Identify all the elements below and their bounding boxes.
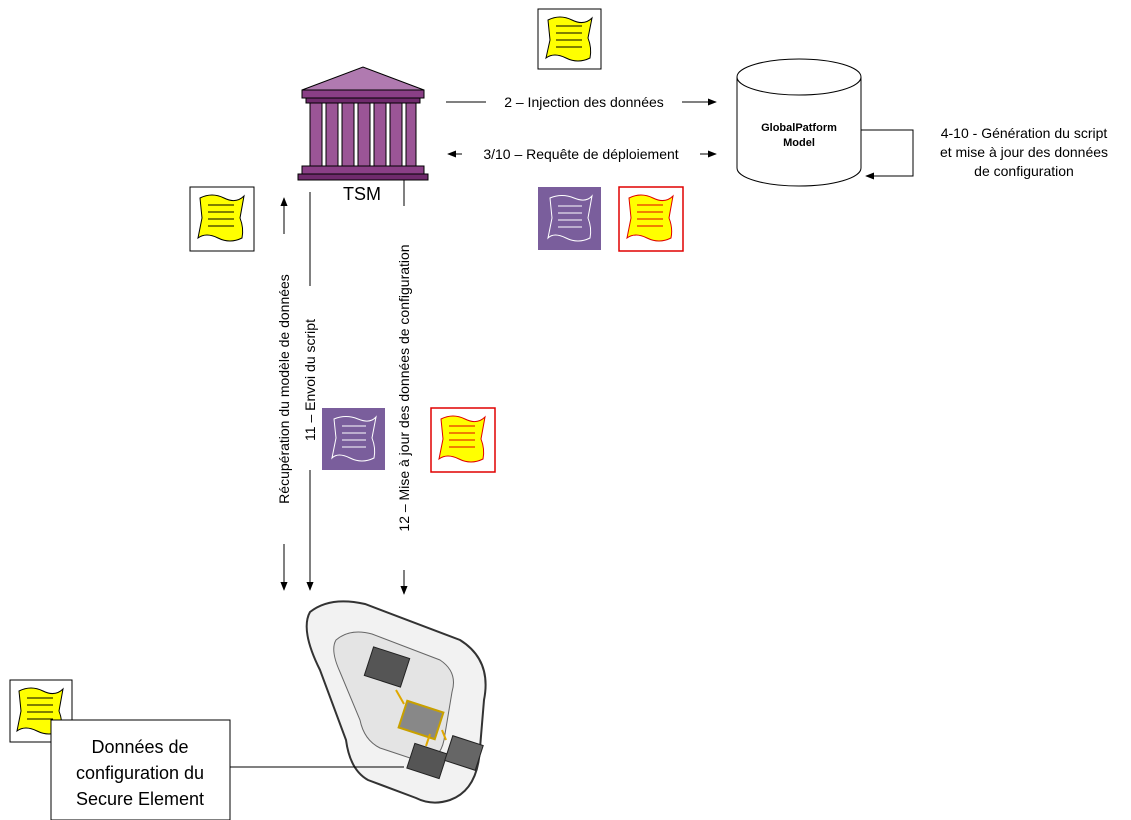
purple-document-icon bbox=[322, 408, 385, 470]
mise-a-jour-label: 12 – Mise à jour des données de configur… bbox=[396, 244, 412, 531]
generation-loop-arrow bbox=[861, 129, 914, 180]
phone-device bbox=[305, 600, 487, 804]
secure-element-label-2: configuration du bbox=[76, 763, 204, 783]
secure-element-label-1: Données de bbox=[91, 737, 188, 757]
yellow-document-red-icon bbox=[618, 186, 684, 252]
requete-label: 3/10 – Requête de déploiement bbox=[483, 146, 678, 162]
generation-label-2: et mise à jour des données bbox=[940, 144, 1108, 160]
yellow-document-red-icon bbox=[430, 407, 496, 473]
yellow-document-icon bbox=[537, 8, 602, 70]
generation-label-3: de configuration bbox=[974, 163, 1074, 179]
secure-element-label-3: Secure Element bbox=[76, 789, 204, 809]
injection-label: 2 – Injection des données bbox=[504, 94, 664, 110]
globalplatform-label-1: GlobalPatform bbox=[761, 122, 837, 134]
yellow-document-icon bbox=[189, 186, 255, 252]
recuperation-label: Récupération du modèle de données bbox=[276, 274, 292, 504]
envoi-label: 11 – Envoi du script bbox=[302, 319, 318, 441]
globalplatform-database bbox=[736, 58, 862, 187]
tsm-building-icon bbox=[297, 66, 429, 181]
globalplatform-label-2: Model bbox=[783, 137, 815, 149]
secure-element-box bbox=[50, 719, 404, 820]
generation-label-1: 4-10 - Génération du script bbox=[941, 125, 1108, 141]
tsm-label: TSM bbox=[343, 184, 381, 204]
purple-document-icon bbox=[538, 187, 601, 250]
